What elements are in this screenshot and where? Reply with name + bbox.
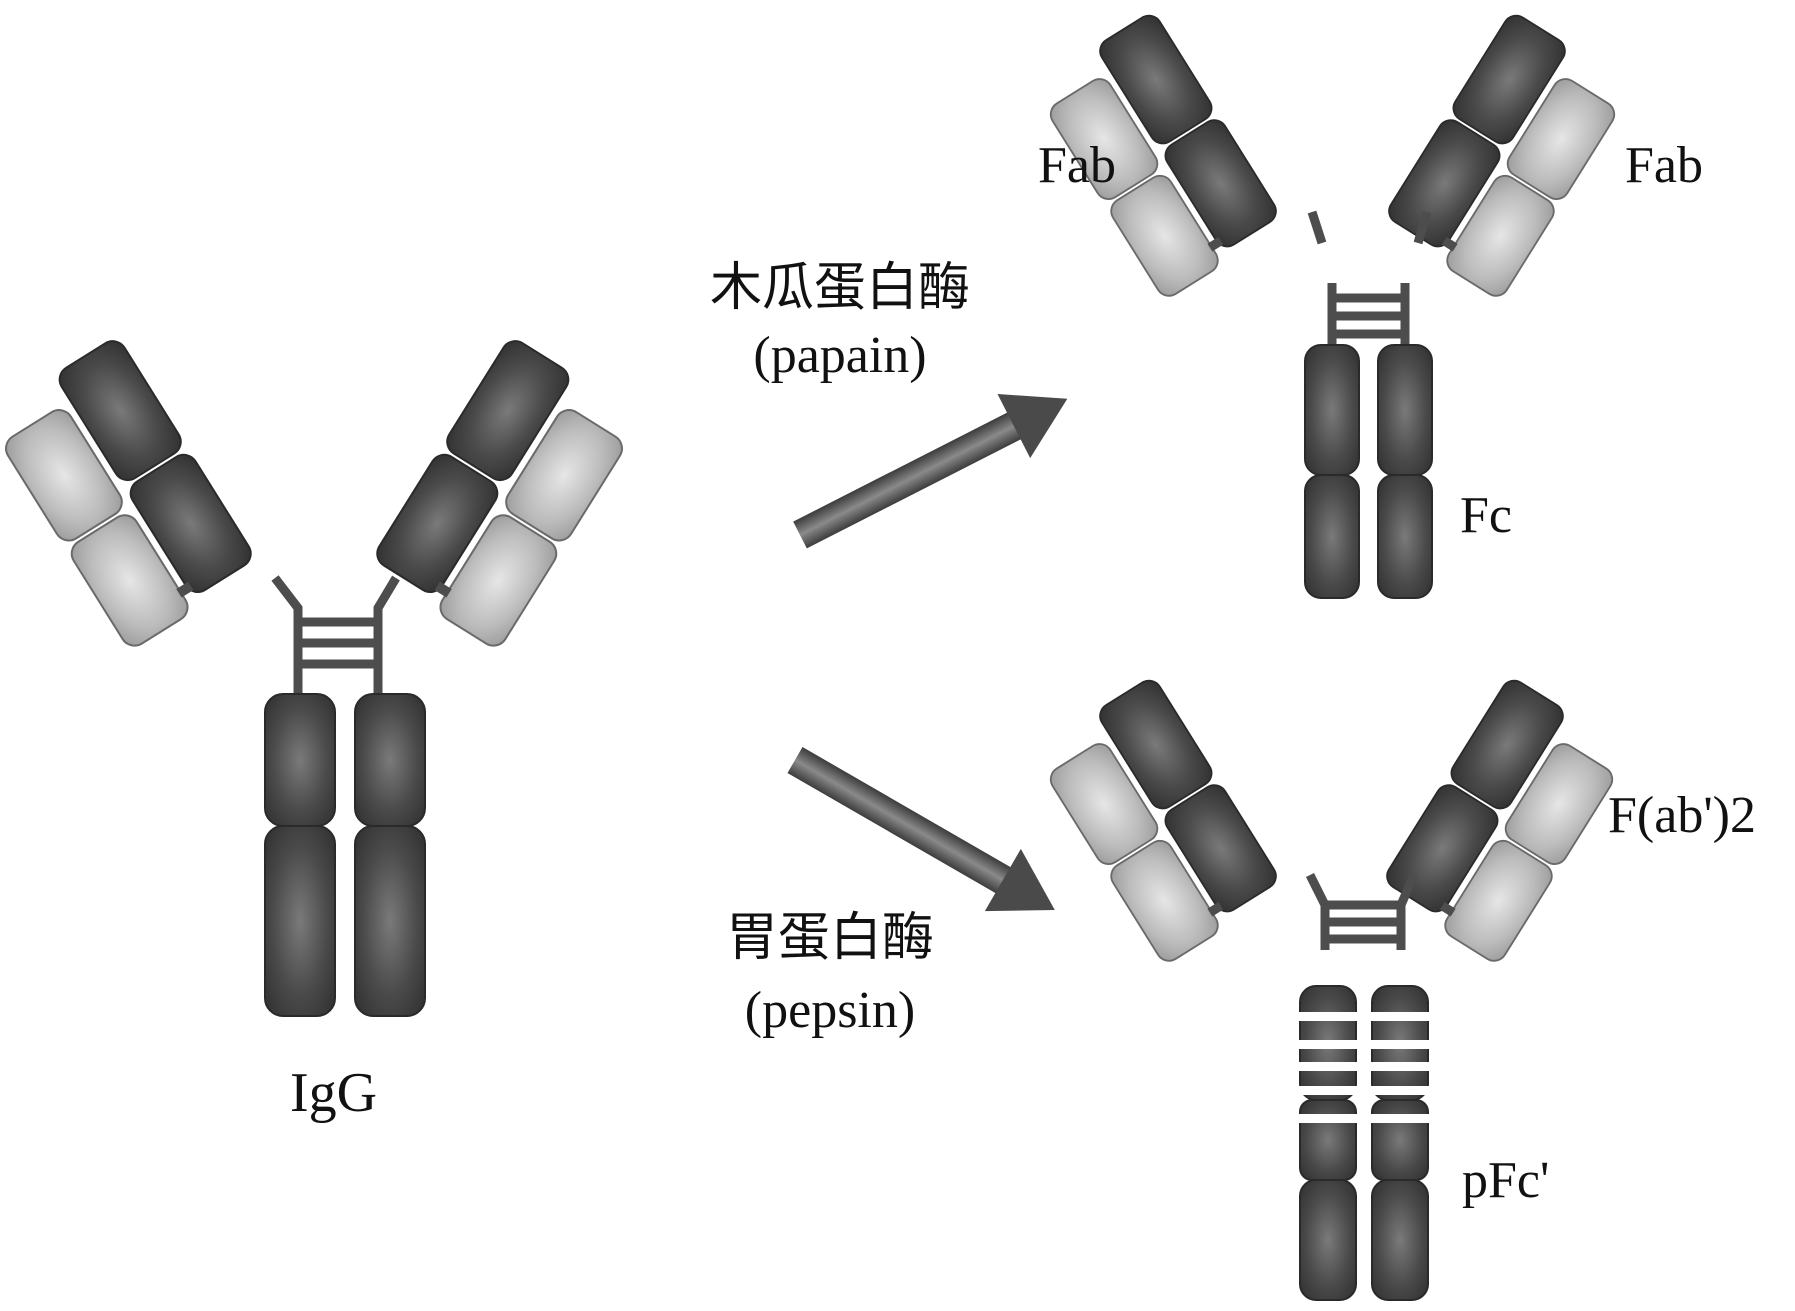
igg-fab-right	[364, 334, 645, 652]
pepsin-label-en: (pepsin)	[744, 982, 916, 1039]
papain-label-cn: 木瓜蛋白酶	[709, 258, 970, 318]
fab-fragment-right	[1377, 9, 1635, 302]
igg-fc	[264, 693, 426, 1017]
igg-hinge	[271, 575, 400, 700]
papain-products	[1030, 9, 1635, 599]
pepsin-arrow	[787, 747, 1055, 912]
pfc-label: pFc'	[1462, 1152, 1550, 1209]
papain-arrow	[793, 393, 1068, 549]
fab2-fragment	[1030, 674, 1633, 967]
igg-molecule	[0, 334, 645, 1017]
fab-label-left: Fab	[1038, 137, 1116, 194]
fc-label: Fc	[1460, 487, 1512, 544]
igg-label: IgG	[290, 1062, 378, 1124]
pepsin-products	[1030, 674, 1633, 1301]
pepsin-label-cn: 胃蛋白酶	[725, 908, 934, 968]
pfc-fragment	[1296, 985, 1432, 1301]
fab2-label: F(ab')2	[1608, 787, 1757, 844]
igg-fab-left	[0, 334, 264, 652]
fab-label-right: Fab	[1625, 137, 1703, 194]
fc-fragment	[1304, 283, 1433, 599]
papain-label-en: (papain)	[753, 327, 927, 384]
